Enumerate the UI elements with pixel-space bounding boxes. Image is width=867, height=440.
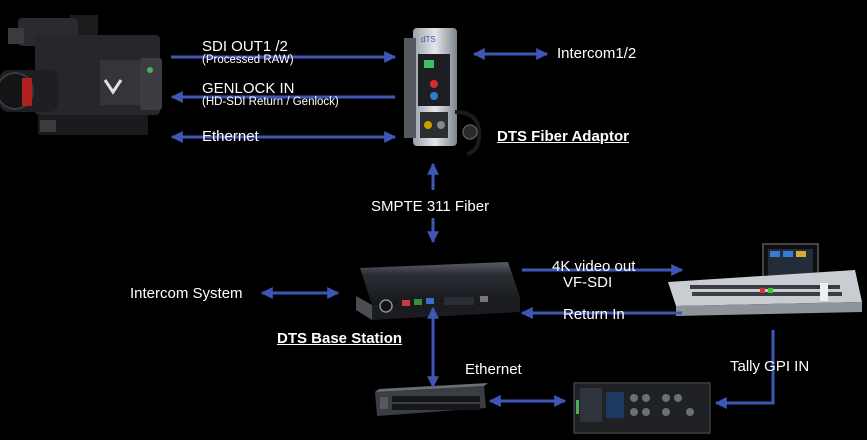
label-fiber-adaptor: DTS Fiber Adaptor — [497, 128, 629, 145]
label-sdi-out: SDI OUT1 /2 — [202, 38, 288, 55]
fiber-adaptor-image: dTS — [404, 28, 482, 156]
label-video-out: 4K video out — [552, 258, 636, 275]
label-intercom-top: Intercom1/2 — [557, 45, 637, 62]
label-intercom-system: Intercom System — [130, 285, 243, 302]
label-genlock-sub: (HD-SDI Return / Genlock) — [202, 96, 339, 108]
base-station-image — [356, 262, 520, 320]
network-switch-image — [375, 383, 488, 416]
cinema-camera-image — [0, 15, 162, 135]
label-base-station: DTS Base Station — [277, 330, 403, 347]
switcher-image — [668, 243, 862, 316]
arrow-tally-gpi — [714, 330, 775, 409]
label-vf-sdi: VF-SDI — [563, 274, 613, 291]
label-smpte-fiber: SMPTE 311 Fiber — [371, 198, 490, 215]
label-ethernet-bottom: Ethernet — [465, 361, 522, 378]
control-panel-image — [573, 382, 711, 434]
connection-arrows — [170, 48, 775, 409]
label-sdi-out-sub: (Processed RAW) — [202, 54, 294, 66]
label-tally-gpi: Tally GPI IN — [730, 358, 810, 375]
label-ethernet-top: Ethernet — [202, 128, 259, 145]
label-genlock-in: GENLOCK IN — [202, 80, 295, 97]
label-return-in: Return In — [563, 306, 625, 323]
svg-text:dTS: dTS — [421, 35, 436, 44]
